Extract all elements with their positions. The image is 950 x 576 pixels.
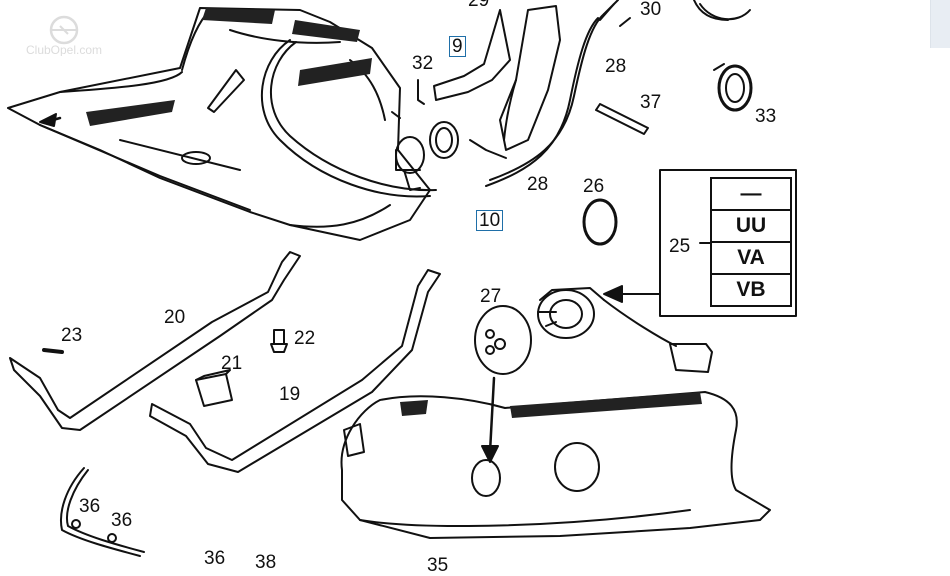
callout-20: 20 xyxy=(164,307,186,328)
callout-30: 30 xyxy=(640,0,662,20)
variant-row: — xyxy=(740,182,762,205)
fuel-pump-27 xyxy=(474,305,532,463)
variant-row: VA xyxy=(712,241,790,273)
callout-36-c: 36 xyxy=(204,548,226,569)
callout-35: 35 xyxy=(427,555,449,576)
callout-23: 23 xyxy=(61,325,83,346)
fuel-tank xyxy=(340,391,771,539)
floor-pads xyxy=(86,8,372,126)
side-panel xyxy=(930,0,950,48)
filler-neck xyxy=(433,5,561,159)
callout-32: 32 xyxy=(412,53,434,74)
callout-28-top: 28 xyxy=(605,56,627,77)
vent-hoses xyxy=(260,0,619,198)
watermark-text: ClubOpel.com xyxy=(26,43,102,56)
callout-26: 26 xyxy=(583,176,605,197)
tank-strap-19 xyxy=(149,269,441,473)
callout-36-a: 36 xyxy=(79,496,101,517)
callout-22: 22 xyxy=(294,328,316,349)
callout-36-b: 36 xyxy=(111,510,133,531)
fuel-tank-exploded-diagram xyxy=(7,0,797,557)
clubopel-watermark: ClubOpel.com xyxy=(26,15,102,56)
callout-21: 21 xyxy=(221,353,243,374)
fuel-sender-unit xyxy=(537,287,713,373)
callout-10-highlighted[interactable]: 10 xyxy=(476,210,504,231)
variant-row: UU xyxy=(712,209,790,241)
callout-38: 38 xyxy=(255,552,277,573)
callout-27: 27 xyxy=(480,286,502,307)
callout-19: 19 xyxy=(279,384,301,405)
seal-ring-26 xyxy=(582,198,618,246)
hose-clamp-10 xyxy=(391,79,459,191)
callout-28-middle: 28 xyxy=(527,174,549,195)
callout-33: 33 xyxy=(755,106,777,127)
variant-table-25: — UU VA VB xyxy=(710,177,792,307)
tank-strap-20 xyxy=(9,251,301,431)
variant-row: VB xyxy=(712,273,790,305)
callout-37: 37 xyxy=(640,92,662,113)
callout-29: 29 xyxy=(468,0,490,11)
callout-25: 25 xyxy=(669,236,691,257)
clamp-33 xyxy=(693,0,753,112)
callout-9-highlighted[interactable]: 9 xyxy=(449,36,466,57)
